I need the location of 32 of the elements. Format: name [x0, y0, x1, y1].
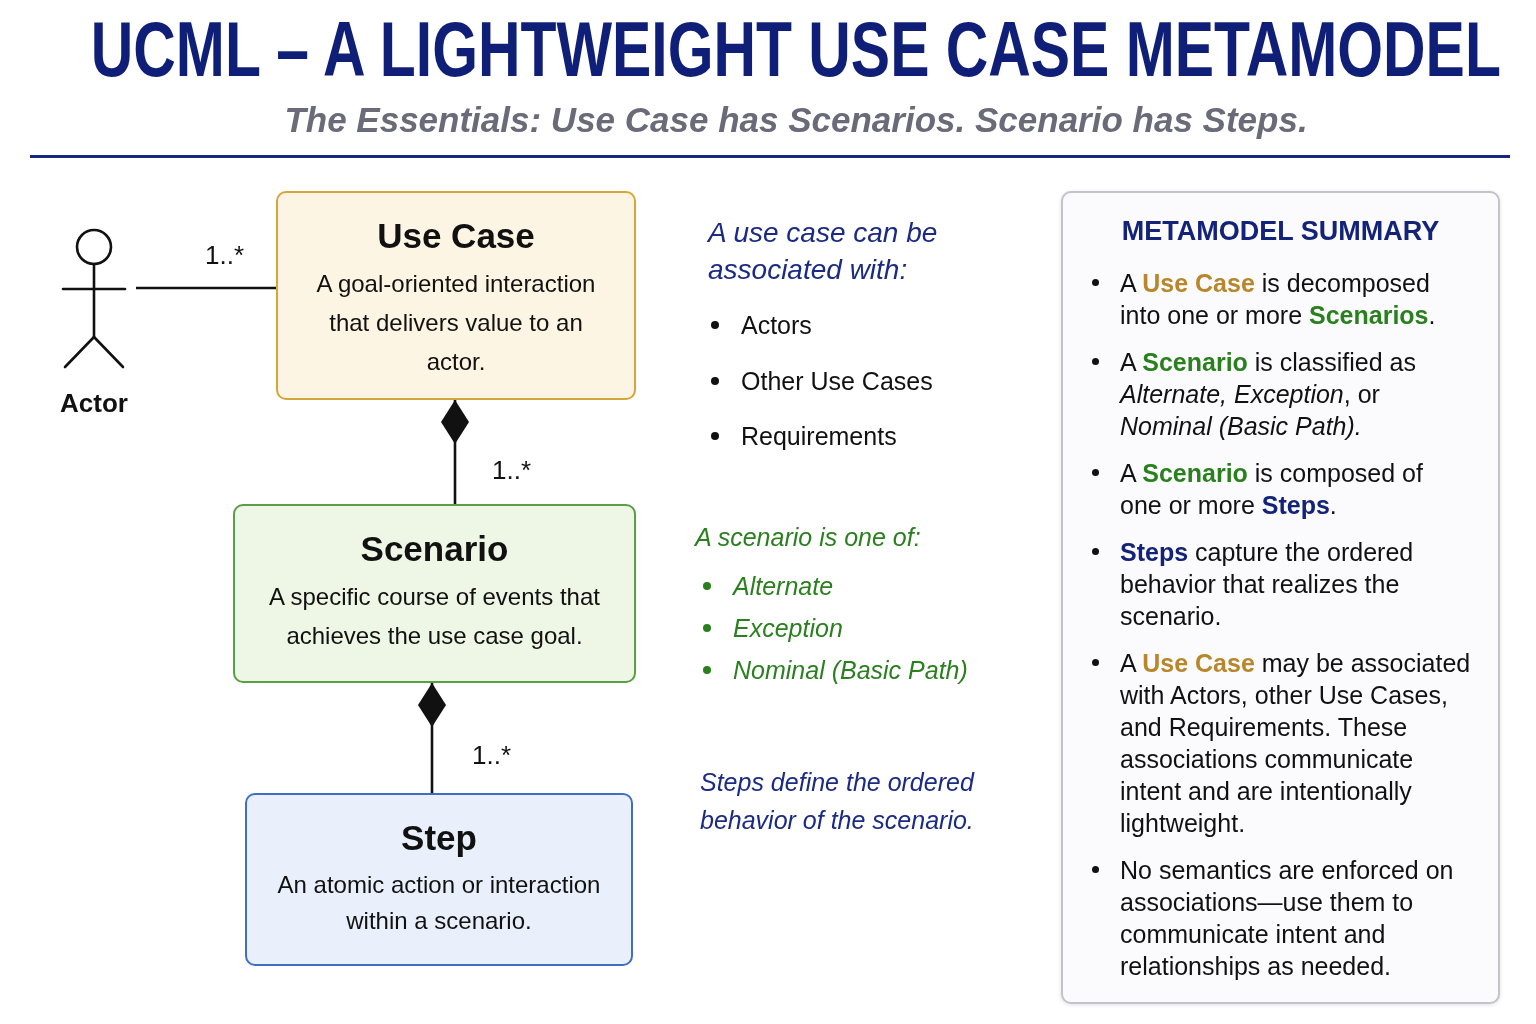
- actor-name: Actor: [60, 388, 128, 418]
- note-heading: A scenario is one of:: [695, 522, 921, 552]
- composition-line: [441, 400, 469, 504]
- subtitle: The Essentials: Use Case has Scenarios. Scenario has Steps.: [284, 100, 1308, 140]
- class-name: Scenario: [360, 529, 509, 569]
- summary-item: No semantics are enforced on associations—use them to communicate intent and relationships as needed.: [1120, 855, 1455, 982]
- class-name: Use Case: [377, 216, 535, 256]
- class-box: [276, 191, 636, 400]
- composition-line: [418, 683, 446, 793]
- summary-item: A Scenario is classified as Alternate, Exception, or Nominal (Basic Path).: [1120, 347, 1417, 442]
- class-description: An atomic action or interaction within a scenario.: [276, 870, 602, 936]
- list-item: Alternate: [733, 571, 834, 601]
- note-heading: A use case can be associated with:: [708, 216, 939, 287]
- class-name: Step: [401, 818, 477, 858]
- summary-item: A Use Case may be associated with Actors, other Use Cases, and Requirements. These associations communicate intent and are intentionally lightweight.: [1120, 648, 1472, 839]
- class-description: A goal-oriented interaction that delivers value to an actor.: [315, 269, 597, 377]
- association-line: [136, 286, 276, 290]
- summary-item: A Scenario is composed of one or more Steps.: [1120, 458, 1424, 521]
- list-item: Requirements: [741, 421, 897, 451]
- class-box: [245, 793, 633, 966]
- panel-heading: METAMODEL SUMMARY: [1121, 215, 1440, 247]
- list-item: Nominal (Basic Path): [733, 655, 968, 685]
- summary-panel: [1061, 191, 1500, 1004]
- list-item: Other Use Cases: [741, 366, 933, 396]
- summary-item: Steps capture the ordered behavior that realizes the scenario.: [1120, 537, 1415, 632]
- summary-item: A Use Case is decomposed into one or more Scenarios.: [1120, 268, 1437, 331]
- class-description: A specific course of events that achieves the use case goal.: [268, 582, 601, 651]
- note-text: Steps define the ordered behavior of the scenario.: [700, 767, 976, 836]
- class-box: [233, 504, 636, 683]
- page-title: UCML – A LIGHTWEIGHT USE CASE METAMODEL: [90, 10, 1502, 88]
- list-item: Exception: [733, 613, 843, 643]
- list-item: Actors: [741, 310, 812, 340]
